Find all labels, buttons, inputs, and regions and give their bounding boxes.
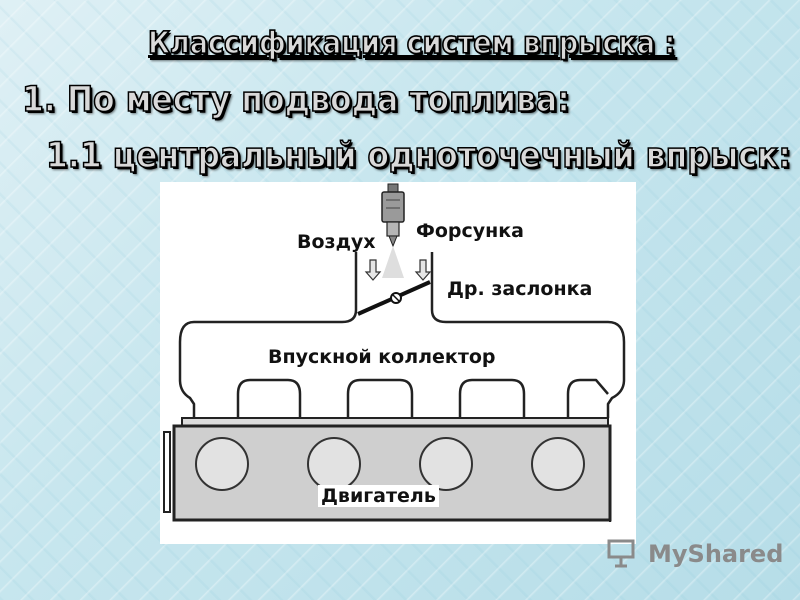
- label-throttle: Др. заслонка: [447, 278, 593, 300]
- watermark-text: MyShared: [648, 540, 784, 568]
- air-flow-arrow-icon: [364, 259, 432, 281]
- fuel-spray-icon: [382, 246, 404, 278]
- heading-level-2: 1.1 центральный одноточечный впрыск:: [45, 135, 791, 177]
- throttle-valve-icon: [357, 280, 431, 316]
- injection-diagram: Воздух Форсунка Др. заслонка Впускной ко…: [160, 182, 636, 544]
- label-air: Воздух: [297, 231, 376, 253]
- watermark-logo: MyShared: [606, 536, 783, 572]
- slide-title: Классификация систем впрыска :: [147, 25, 676, 62]
- presentation-board-icon: [607, 539, 635, 568]
- label-injector: Форсунка: [416, 220, 524, 242]
- intake-manifold-outline: [178, 252, 626, 418]
- label-intake-manifold: Впускной коллектор: [268, 346, 496, 368]
- diagram-drawing: [163, 183, 626, 522]
- injector-icon: [381, 183, 405, 248]
- label-engine: Двигатель: [318, 485, 439, 507]
- engine-cylinders: [195, 437, 585, 491]
- heading-level-1: 1. По месту подвода топлива:: [21, 79, 570, 121]
